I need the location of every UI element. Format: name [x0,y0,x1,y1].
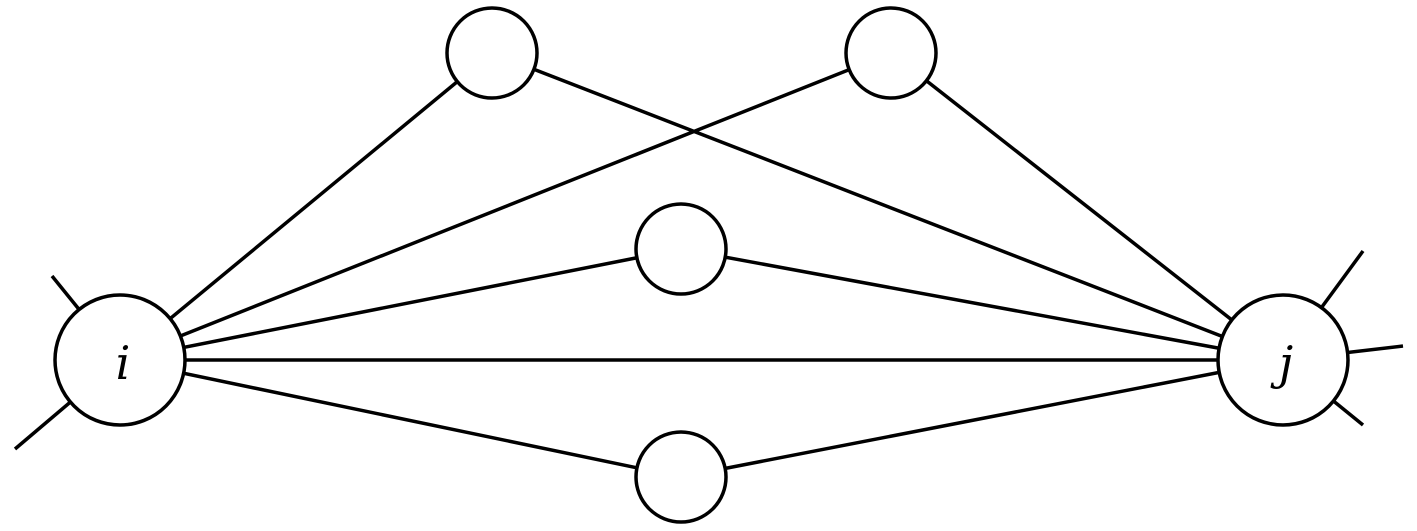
edge-i-bottom [119,358,682,479]
edge-top-right-j [889,51,1285,362]
edge-bottom-j [680,358,1284,479]
node-circle-top-left [445,6,539,100]
edge-middle-j [680,247,1284,362]
node-i: i [53,293,187,427]
node-label-i: i [116,336,131,390]
edge-i-top-right [119,51,892,362]
edge-i-middle [119,247,682,362]
edge-top-left-j [491,51,1284,362]
node-circle-middle [634,202,728,296]
node-top-left [445,6,539,100]
edge-i-top-left [118,51,494,362]
node-top-right [844,6,938,100]
node-circle-top-right [844,6,938,100]
node-circle-i [53,293,187,427]
node-circle-bottom [634,430,728,524]
edges [118,51,1285,479]
node-j: j [1216,293,1350,427]
node-bottom [634,430,728,524]
node-middle [634,202,728,296]
node-circle-j [1216,293,1350,427]
